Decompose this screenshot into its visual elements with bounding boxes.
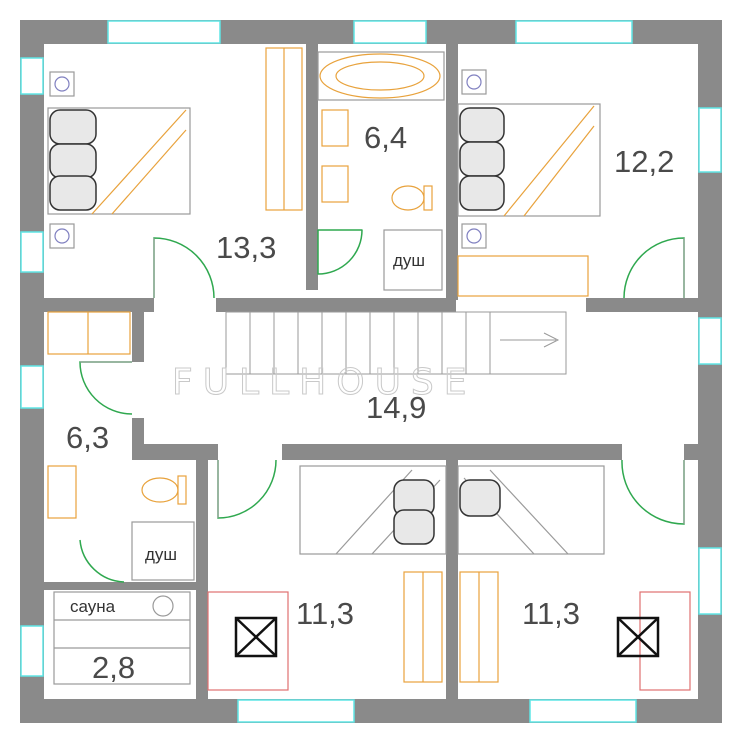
room-area-bedroom-left: 13,3 (216, 230, 276, 265)
pillows (49, 107, 505, 545)
shower-label-top: душ (393, 251, 425, 270)
room-area-bathroom-left: 6,3 (66, 420, 109, 455)
room-area-kids-room-right: 11,3 (522, 596, 580, 631)
nightstands (49, 69, 487, 249)
doors (79, 229, 685, 583)
room-area-sauna: 2,8 (92, 650, 135, 685)
shower-label-left: душ (145, 545, 177, 564)
room-labels: 13,3 6,4 12,2 14,9 6,3 11,3 11,3 2,8 душ… (66, 120, 674, 685)
sauna-label: сауна (70, 597, 116, 616)
room-area-kids-room-left: 11,3 (296, 596, 354, 631)
desk-chairs (234, 616, 660, 658)
watermark: FULLHOUSE (172, 362, 477, 403)
stairs (225, 311, 567, 375)
furniture (47, 47, 691, 691)
room-area-hall: 14,9 (366, 390, 426, 425)
room-area-bathroom-top: 6,4 (364, 120, 407, 155)
room-area-bedroom-right: 12,2 (614, 144, 674, 179)
door-leaves (80, 238, 685, 524)
windows (20, 20, 722, 723)
